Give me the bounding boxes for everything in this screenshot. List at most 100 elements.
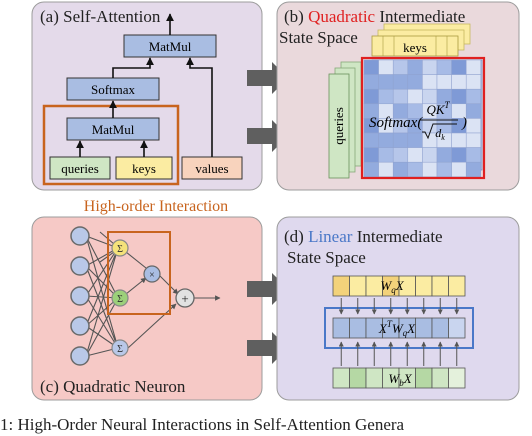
panel-b-queries-label: queries bbox=[331, 107, 346, 145]
attention-grid-cell bbox=[436, 74, 452, 90]
panel-d-title: (d) Linear Intermediate bbox=[284, 227, 443, 246]
input-node bbox=[70, 286, 90, 306]
linear-highlight-box bbox=[324, 307, 474, 349]
formula-sqrt-sign bbox=[422, 123, 457, 140]
attention-grid-cell bbox=[407, 59, 423, 75]
xtwqx-cell bbox=[431, 317, 449, 339]
panel-self-attention: (a) Self-Attention MatMul Softmax MatMul… bbox=[31, 1, 263, 191]
attention-grid-cell bbox=[378, 59, 394, 75]
panel-d-title-line2: State Space bbox=[287, 248, 366, 267]
attention-matrix bbox=[360, 56, 486, 180]
attention-grid-cell bbox=[465, 74, 482, 90]
attention-grid-cell bbox=[363, 88, 379, 105]
wq-cell bbox=[415, 275, 433, 297]
wbx-cell bbox=[365, 367, 383, 389]
attention-grid-cell bbox=[378, 74, 394, 90]
attention-grid-cell bbox=[465, 118, 482, 134]
softmax-label: Softmax bbox=[91, 82, 136, 97]
panel-b-title-line2: State Space bbox=[279, 28, 358, 47]
formula-numerator: QKT bbox=[426, 100, 450, 117]
xtwqx-cell bbox=[448, 317, 466, 339]
keys-stack: keys bbox=[371, 23, 471, 57]
keys-label: keys bbox=[132, 161, 156, 176]
sum-node-yellow bbox=[111, 239, 129, 257]
wbx-cell bbox=[415, 367, 433, 389]
attention-grid-cell bbox=[363, 161, 379, 178]
xtwqx-row bbox=[332, 317, 466, 339]
attention-grid-cell bbox=[392, 132, 409, 148]
attention-grid-cell bbox=[465, 59, 482, 75]
high-order-interaction-label: High-order Interaction bbox=[84, 198, 228, 215]
attention-grid-cell bbox=[363, 147, 379, 163]
attention-grid-cell bbox=[378, 132, 394, 148]
queries-label: queries bbox=[61, 161, 99, 176]
attention-grid-cell bbox=[378, 161, 394, 178]
attention-grid-cell bbox=[392, 88, 409, 105]
attention-grid-cell bbox=[378, 88, 394, 105]
input-node bbox=[70, 256, 90, 276]
attention-grid bbox=[363, 59, 482, 178]
input-node bbox=[70, 226, 90, 246]
attention-grid-cell bbox=[451, 88, 467, 105]
formula-softmax-text: Softmax( bbox=[369, 115, 423, 131]
wq-row-label: WqX bbox=[380, 278, 404, 295]
attention-grid-cell bbox=[422, 74, 438, 90]
wbx-cell bbox=[349, 367, 367, 389]
attention-grid-cell bbox=[378, 147, 394, 163]
wbx-cell bbox=[448, 367, 466, 389]
attention-grid-cell bbox=[363, 132, 379, 148]
row-arrows bbox=[338, 298, 460, 366]
attention-grid-cell bbox=[436, 161, 452, 178]
attention-grid-cell bbox=[422, 161, 438, 178]
panel-quadratic-neuron: Σ Σ Σ × + (c) Quadratic Neuron bbox=[31, 216, 263, 401]
input-nodes bbox=[70, 226, 90, 366]
sum-node-green-symbol: Σ bbox=[117, 294, 123, 305]
wbx-row bbox=[332, 367, 466, 389]
attention-grid-cell bbox=[465, 161, 482, 178]
xtwqx-cell bbox=[349, 317, 367, 339]
wq-row bbox=[332, 275, 466, 297]
attention-grid-cell bbox=[451, 161, 467, 178]
wq-cell bbox=[448, 275, 466, 297]
wq-cell bbox=[431, 275, 449, 297]
panel-quadratic-state-space: (b) Quadratic Intermediate State Space k… bbox=[276, 1, 520, 191]
plus-node-symbol: + bbox=[181, 291, 188, 306]
formula-close-paren: ) bbox=[461, 115, 467, 131]
attention-grid-cell bbox=[407, 88, 423, 105]
panel-c-background bbox=[31, 216, 263, 401]
matmul-bottom-label: MatMul bbox=[92, 122, 135, 137]
attention-grid-cell bbox=[422, 147, 438, 163]
attention-grid-cell bbox=[392, 161, 409, 178]
product-node bbox=[143, 265, 161, 283]
queries-stack: queries bbox=[328, 61, 362, 179]
panel-b-title: (b) Quadratic Intermediate bbox=[284, 7, 465, 26]
attention-grid-cell bbox=[451, 74, 467, 90]
sum-node-blue bbox=[111, 339, 129, 357]
xtwqx-cell bbox=[415, 317, 433, 339]
attention-grid-cell bbox=[407, 74, 423, 90]
attention-grid-cell bbox=[407, 147, 423, 163]
input-node bbox=[70, 316, 90, 336]
sum-node-yellow-symbol: Σ bbox=[117, 244, 123, 255]
values-label: values bbox=[195, 161, 228, 176]
wq-cell bbox=[332, 275, 350, 297]
attention-grid-cell bbox=[436, 59, 452, 75]
plus-node bbox=[175, 288, 195, 308]
attention-grid-cell bbox=[392, 59, 409, 75]
panel-b-keys-label: keys bbox=[403, 40, 427, 55]
panel-c-title: (c) Quadratic Neuron bbox=[40, 377, 186, 396]
attention-grid-cell bbox=[422, 59, 438, 75]
attention-grid-cell bbox=[407, 132, 423, 148]
attention-grid-cell bbox=[363, 74, 379, 90]
softmax-to-matmul-arrow bbox=[112, 57, 154, 78]
quadratic-highlight-box bbox=[360, 56, 486, 180]
wq-cell bbox=[349, 275, 367, 297]
xtwqx-cell bbox=[332, 317, 350, 339]
attention-grid-cell bbox=[451, 59, 467, 75]
formula-denominator: dk bbox=[435, 126, 445, 142]
figure-caption: 1: High-Order Neural Interactions in Sel… bbox=[0, 415, 405, 434]
attention-grid-cell bbox=[465, 147, 482, 163]
xtwqx-row-label: XTWqX bbox=[378, 319, 416, 338]
attention-grid-cell bbox=[436, 147, 452, 163]
